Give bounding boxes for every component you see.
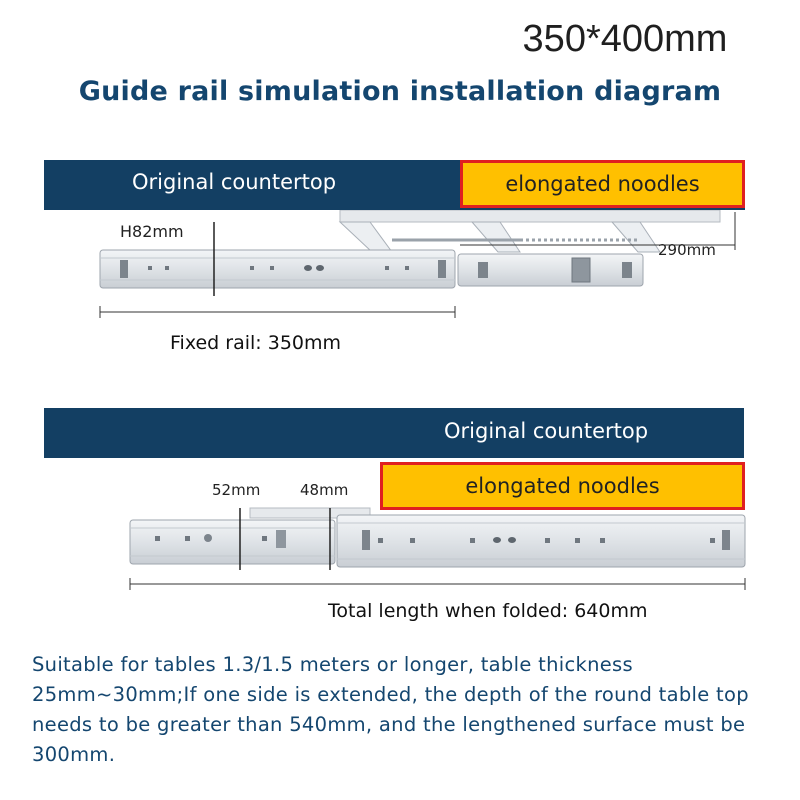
extension-dimension: 290mm xyxy=(658,241,716,259)
dim-left-label: 52mm xyxy=(212,481,261,499)
total-length-caption: Total length when folded: 640mm xyxy=(328,600,648,622)
top-sliding-rail xyxy=(457,253,644,287)
dim-right-label: 48mm xyxy=(300,481,349,499)
height-value: 82mm xyxy=(132,222,184,241)
bottom-extension-highlight: elongated noodles xyxy=(380,462,745,510)
bottom-countertop-bar: Original countertop xyxy=(44,408,744,458)
bottom-countertop-label: Original countertop xyxy=(444,419,649,443)
diagram-title: Guide rail simulation installation diagr… xyxy=(78,76,722,107)
top-countertop-label: Original countertop xyxy=(132,170,337,194)
height-dimension: H82mm xyxy=(120,222,184,241)
bottom-left-rail xyxy=(129,519,336,565)
size-label: 350*400mm xyxy=(522,18,728,60)
bottom-extension-label: elongated noodles xyxy=(465,474,660,498)
height-prefix: H xyxy=(120,222,133,241)
top-countertop-bar: Original countertop xyxy=(44,160,460,210)
fixed-rail-caption: Fixed rail: 350mm xyxy=(170,332,342,354)
top-extension-label: elongated noodles xyxy=(505,172,700,196)
bottom-right-rail xyxy=(336,514,746,568)
top-extension-highlight: elongated noodles xyxy=(460,160,745,208)
usage-note: Suitable for tables 1.3/1.5 meters or lo… xyxy=(32,653,749,766)
bottom-extension-bracket xyxy=(249,507,371,519)
top-fixed-rail xyxy=(99,249,456,289)
